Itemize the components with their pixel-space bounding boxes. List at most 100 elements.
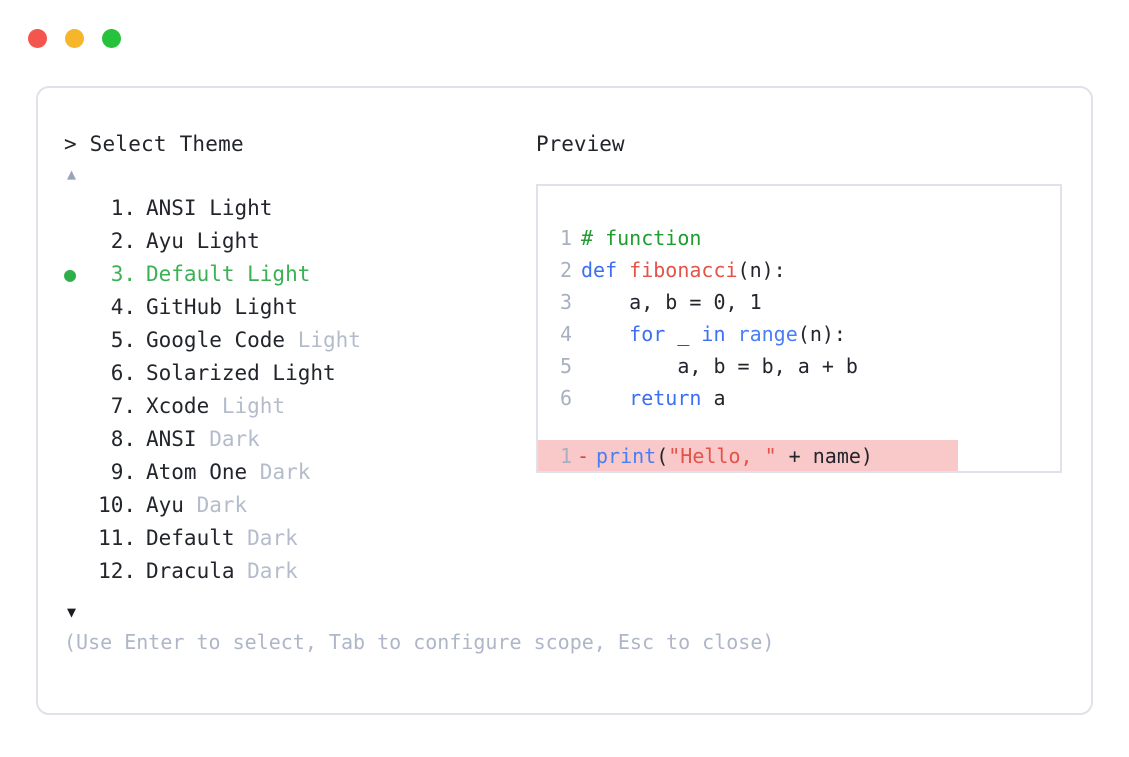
code-token: def [581, 258, 630, 282]
theme-list-item[interactable]: ● 3.Default Light [64, 258, 534, 291]
theme-list-item[interactable]: ● 6.Solarized Light [64, 357, 534, 390]
selected-bullet-icon: ● [64, 456, 90, 489]
line-number: 3 [559, 290, 572, 314]
theme-item-label: Atom One [146, 460, 248, 484]
theme-item-label: ANSI Light [146, 196, 273, 220]
selected-bullet-icon: ● [64, 357, 90, 390]
theme-item-index: 8. [98, 427, 136, 451]
code-diff-spacer [550, 414, 1060, 440]
code-token: (n): [737, 258, 786, 282]
selected-bullet-icon: ● [64, 324, 90, 357]
code-line: 1 # function [550, 222, 1060, 254]
line-number: 1 [559, 444, 572, 468]
code-token: a, b = b, a + b [581, 354, 858, 378]
theme-list-item[interactable]: ● 8. ANSI Dark [64, 423, 534, 456]
window-close-icon[interactable] [28, 29, 47, 48]
window-maximize-icon[interactable] [102, 29, 121, 48]
scroll-up-icon[interactable]: ▲ [67, 165, 77, 183]
theme-item-variant: Dark [247, 460, 311, 484]
selected-bullet-icon: ● [64, 291, 90, 324]
code-token [726, 322, 738, 346]
diff-line-added: 1+print(f"Hello, {name}!") [538, 472, 958, 473]
code-line-text: a, b = b, a + b [572, 350, 858, 382]
theme-list-column: > Select Theme ▲ ● 1.ANSI Light● 2.Ayu L… [64, 130, 534, 624]
code-line-text: a, b = 0, 1 [572, 286, 762, 318]
theme-item-index: 10. [98, 493, 136, 517]
theme-item-variant: Light [209, 394, 286, 418]
theme-list-item[interactable]: ●10.Ayu Dark [64, 489, 534, 522]
line-number: 2 [559, 258, 572, 282]
code-line-text: return a [572, 382, 725, 414]
line-number: 6 [559, 386, 572, 410]
diff-line-text: print("Hello, " + name) [594, 440, 873, 471]
page-title: > Select Theme [64, 132, 244, 156]
theme-item-label: Xcode [146, 394, 210, 418]
theme-item-label: Ayu [146, 493, 184, 517]
theme-item-label: Ayu Light [146, 229, 260, 253]
diff-sign: + [572, 472, 594, 473]
theme-item-variant: Dark [196, 427, 260, 451]
diff-sign: - [576, 444, 590, 468]
theme-item-label: Google Code [146, 328, 286, 352]
code-line-text: for _ in range(n): [572, 318, 846, 350]
theme-list-item[interactable]: ● 9.Atom One Dark [64, 456, 534, 489]
selected-bullet-icon: ● [64, 262, 77, 286]
line-number: 1 [559, 226, 572, 250]
code-token: a, b = 0, 1 [581, 290, 762, 314]
theme-item-index: 7. [98, 394, 136, 418]
code-line: 2 def fibonacci(n): [550, 254, 1060, 286]
code-line: 4 for _ in range(n): [550, 318, 1060, 350]
theme-list-item[interactable]: ●11.Default Dark [64, 522, 534, 555]
theme-item-label: Default Light [146, 262, 311, 286]
code-token: range [737, 322, 798, 346]
line-number: 4 [559, 322, 572, 346]
theme-item-index: 6. [98, 361, 136, 385]
selected-bullet-icon: ● [64, 192, 90, 225]
theme-item-index: 5. [98, 328, 136, 352]
selected-bullet-icon: ● [64, 390, 90, 423]
code-token: # function [581, 226, 702, 250]
code-token [581, 322, 629, 346]
code-token [581, 386, 629, 410]
code-line-text: # function [572, 222, 701, 254]
diff-line-text: print(f"Hello, {name}!") [594, 472, 885, 473]
window-minimize-icon[interactable] [65, 29, 84, 48]
theme-item-variant: Dark [234, 526, 298, 550]
theme-list-item[interactable]: ● 4.GitHub Light [64, 291, 534, 324]
code-token: _ [665, 322, 702, 346]
theme-list-item[interactable]: ● 2. Ayu Light [64, 225, 534, 258]
line-number: 1 [550, 472, 572, 473]
theme-item-variant: Dark [234, 559, 298, 583]
code-line: 3 a, b = 0, 1 [550, 286, 1060, 318]
code-token: (n): [797, 322, 846, 346]
theme-item-index: 11. [98, 526, 136, 550]
code-line: 6 return a [550, 382, 1060, 414]
preview-label: Preview [536, 132, 625, 156]
selected-bullet-icon: ● [64, 522, 90, 555]
code-token: + name) [776, 444, 873, 468]
code-token: "Hello, " [668, 444, 777, 468]
theme-item-index: 12. [98, 559, 136, 583]
theme-list-item[interactable]: ● 5.Google Code Light [64, 324, 534, 357]
theme-list-item[interactable]: ● 1.ANSI Light [64, 192, 534, 225]
theme-item-index: 2. [98, 229, 136, 253]
scroll-down-icon[interactable]: ▼ [67, 603, 77, 621]
theme-list-item[interactable]: ● 7. Xcode Light [64, 390, 534, 423]
keyboard-hint: (Use Enter to select, Tab to configure s… [64, 630, 775, 654]
selected-bullet-icon: ● [64, 225, 90, 258]
selected-bullet-icon: ● [64, 489, 90, 522]
theme-list-item[interactable]: ● 12. Dracula Dark [64, 555, 534, 588]
selected-bullet-icon: ● [64, 555, 90, 588]
theme-item-index: 4. [98, 295, 136, 319]
code-token: for [629, 322, 666, 346]
theme-item-label: Dracula [146, 559, 235, 583]
theme-item-label: ANSI [146, 427, 197, 451]
code-token: fibonacci [629, 258, 738, 282]
selected-bullet-icon: ● [64, 423, 90, 456]
code-token: return [629, 386, 702, 410]
theme-picker-panel: > Select Theme ▲ ● 1.ANSI Light● 2.Ayu L… [36, 86, 1093, 715]
